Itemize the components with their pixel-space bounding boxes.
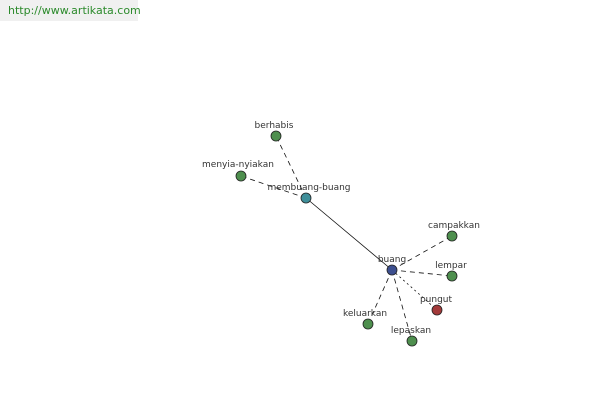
node-label-lempar[interactable]: lempar (435, 261, 467, 271)
url-banner: http://www.artikata.com (0, 0, 141, 21)
node-label-pungut[interactable]: pungut (420, 295, 453, 305)
node-lempar[interactable]: lempar (435, 261, 467, 282)
edge-buang-lempar (391, 269, 453, 277)
node-keluarkan[interactable]: keluarkan (343, 309, 387, 330)
edge-buang-membuang-buang (305, 197, 393, 271)
node-label-membuang-buang[interactable]: membuang-buang (267, 183, 350, 193)
node-marker-menyia-nyiakan[interactable] (235, 170, 247, 182)
edge-buang-lepaskan (391, 269, 413, 342)
node-membuang-buang[interactable]: membuang-buang (267, 183, 351, 204)
site-url-link[interactable]: http://www.artikata.com (8, 4, 141, 17)
node-berhabis[interactable]: berhabis (255, 121, 294, 142)
node-marker-keluarkan[interactable] (362, 318, 374, 330)
node-marker-pungut[interactable] (431, 304, 443, 316)
node-pungut[interactable]: pungut (420, 295, 453, 316)
node-marker-berhabis[interactable] (270, 130, 282, 142)
node-label-berhabis[interactable]: berhabis (255, 121, 294, 131)
node-label-buang[interactable]: buang (378, 255, 406, 265)
nodes-layer: buang membuang-buang berhabis menyia-nyiaka… (202, 121, 480, 347)
edges-layer (240, 135, 453, 342)
node-lepaskan[interactable]: lepaskan (391, 326, 431, 347)
node-marker-membuang-buang[interactable] (300, 192, 312, 204)
edge-membuang-buang-menyia-nyiakan (240, 175, 307, 199)
edge-buang-keluarkan (367, 269, 393, 325)
node-marker-lepaskan[interactable] (406, 335, 418, 347)
node-campakkan[interactable]: campakkan (428, 221, 480, 242)
edge-buang-pungut (391, 269, 438, 311)
node-label-lepaskan[interactable]: lepaskan (391, 326, 431, 336)
node-label-menyia-nyiakan[interactable]: menyia-nyiakan (202, 160, 274, 170)
edge-buang-campakkan (391, 235, 453, 271)
node-marker-campakkan[interactable] (446, 230, 458, 242)
node-buang[interactable]: buang (378, 255, 406, 276)
node-label-campakkan[interactable]: campakkan (428, 221, 480, 231)
node-menyia-nyiakan[interactable]: menyia-nyiakan (202, 160, 274, 182)
node-label-keluarkan[interactable]: keluarkan (343, 309, 387, 319)
node-marker-lempar[interactable] (446, 270, 458, 282)
node-marker-buang[interactable] (386, 264, 398, 276)
edge-membuang-buang-berhabis (275, 135, 307, 199)
